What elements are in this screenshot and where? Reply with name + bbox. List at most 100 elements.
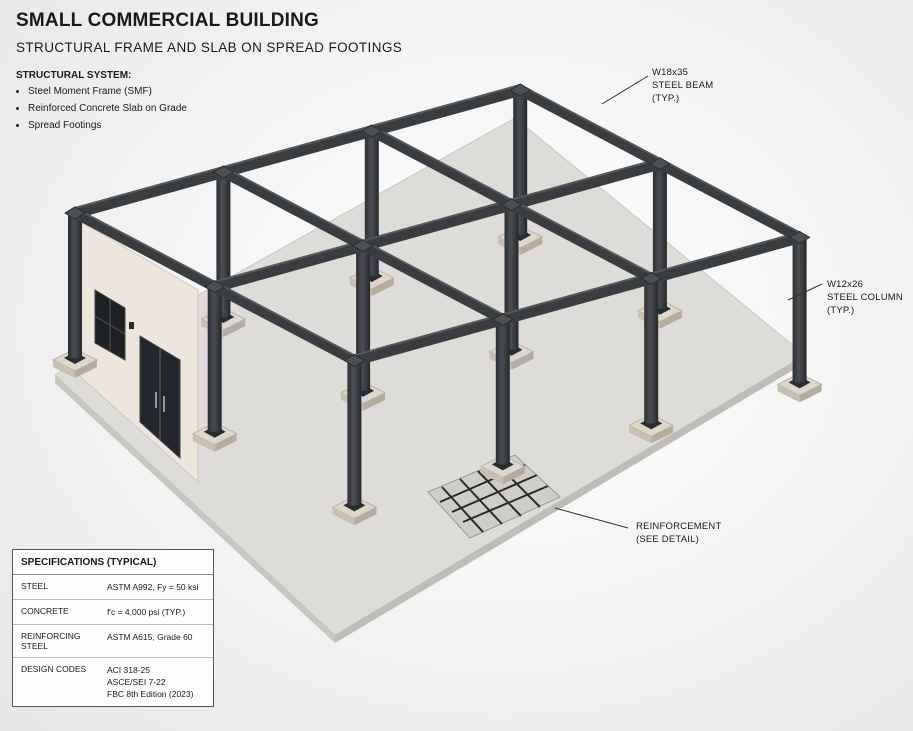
beam-u-0-1	[214, 239, 364, 293]
entry-door	[139, 335, 181, 460]
beam-v-2-1-flange	[511, 198, 652, 275]
structural-system-item: Reinforced Concrete Slab on Grade	[28, 103, 187, 115]
beam-v-1-0	[223, 166, 364, 252]
beam-callout-size: W18x35	[652, 67, 689, 78]
spread-footing-side	[214, 433, 237, 452]
beam-v-1-1	[363, 239, 503, 326]
column-shaft	[792, 237, 807, 383]
column-cap	[491, 312, 514, 326]
spec-value-line: ASTM A615, Grade 60	[107, 632, 193, 642]
beam-u-2-2	[651, 231, 800, 285]
spec-label: REINFORCING STEEL	[21, 631, 81, 651]
page-title: SMALL COMMERCIAL BUILDING	[16, 10, 320, 31]
spec-value-line: FBC 8th Edition (2023)	[107, 689, 194, 699]
structural-system-item: Steel Moment Frame (SMF)	[28, 86, 187, 98]
spec-label: STEEL	[21, 581, 48, 591]
spread-footing-side	[511, 351, 534, 370]
specifications-heading: SPECIFICATIONS (TYPICAL)	[13, 550, 213, 575]
beam-u-0-2-flange	[354, 313, 503, 357]
beam-v-0-1	[214, 280, 355, 367]
spread-footing-side	[354, 507, 377, 526]
spread-footing-side	[629, 425, 652, 444]
beam-v-3-1-flange	[659, 157, 800, 234]
column-0-1	[191, 286, 238, 452]
reinforcement-callout: REINFORCEMENT (SEE DETAIL)	[636, 520, 721, 546]
beam-u-2-1-flange	[511, 157, 660, 201]
beam-callout-note: (TYP.)	[652, 93, 680, 104]
column-shaft	[495, 319, 510, 465]
beam-u-2-2-flange	[651, 231, 800, 275]
beam-v-3-0	[520, 84, 660, 170]
spec-value-line: ASTM A992, Fy = 50 ksi	[107, 582, 199, 592]
structural-system-item: Spread Footings	[28, 120, 187, 132]
structural-system-heading: STRUCTURAL SYSTEM:	[16, 70, 132, 81]
wall-light-icon	[129, 322, 134, 329]
spread-footing-side	[363, 392, 386, 411]
column-3-2	[776, 237, 823, 403]
column-cap	[203, 280, 226, 294]
spec-label: DESIGN CODES	[21, 664, 87, 674]
slab-edge	[55, 375, 335, 643]
beam-v-0-0	[75, 207, 215, 293]
column-cap	[352, 239, 375, 253]
spec-value: f'c = 4,000 psi (TYP.)	[107, 606, 205, 618]
beam-u-1-0-flange	[223, 125, 372, 168]
beam-v-3-0-flange	[520, 84, 660, 160]
column-shaft	[644, 278, 659, 424]
column-cap	[500, 198, 523, 212]
spread-footing-side	[651, 425, 674, 444]
column-1-2	[479, 319, 526, 485]
page-subtitle: STRUCTURAL FRAME AND SLAB ON SPREAD FOOT…	[16, 40, 403, 55]
column-callout: W12x26 STEEL COLUMN (TYP.)	[827, 278, 903, 317]
column-2-2	[628, 278, 675, 444]
beam-v-1-0-flange	[223, 166, 364, 242]
spread-footing-side	[75, 360, 97, 378]
column-shaft	[68, 213, 82, 358]
column-0-0	[51, 213, 99, 378]
spread-footing-side	[799, 384, 822, 403]
beam-u-2-1	[511, 157, 660, 211]
column-shaft	[207, 286, 222, 432]
spread-footing-side	[192, 433, 215, 452]
spread-footing-side	[659, 310, 682, 329]
column-cap	[509, 83, 532, 97]
column-0-2	[331, 360, 378, 526]
window	[94, 289, 126, 361]
reinforcement-callout-note: (SEE DETAIL)	[636, 534, 699, 545]
beam-v-1-1-flange	[363, 239, 503, 316]
spread-footing-side	[480, 466, 503, 485]
specifications-table: SPECIFICATIONS (TYPICAL) STEEL ASTM A992…	[12, 549, 214, 707]
spread-footing-side	[223, 319, 246, 337]
spec-row-steel: STEEL ASTM A992, Fy = 50 ksi	[13, 575, 213, 600]
spec-row-reinforcing-steel: REINFORCING STEEL ASTM A615, Grade 60	[13, 625, 213, 658]
beam-v-0-1-flange	[214, 280, 355, 357]
beam-u-1-2-flange	[502, 272, 652, 316]
structural-system-panel: STRUCTURAL SYSTEM: Steel Moment Frame (S…	[16, 70, 187, 137]
spec-value: ASTM A615, Grade 60	[107, 631, 205, 651]
spread-footing-side	[53, 360, 75, 378]
steel-beams	[64, 83, 811, 367]
beam-u-1-1-flange	[363, 198, 512, 242]
spread-footing-side	[777, 384, 800, 403]
column-leader-line	[787, 283, 823, 301]
reinforcement-leader-line	[554, 507, 629, 529]
column-cap	[648, 157, 671, 171]
column-cap	[788, 230, 811, 244]
beam-u-0-0-flange	[75, 166, 224, 209]
beam-v-3-1	[659, 157, 800, 244]
steel-columns	[51, 90, 823, 526]
spec-value: ACI 318-25 ASCE/SEI 7-22 FBC 8th Edition…	[107, 664, 205, 700]
beam-v-0-0-flange	[75, 207, 215, 283]
beam-u-0-2	[354, 313, 503, 367]
spread-footing-side	[520, 237, 543, 255]
column-shaft	[347, 360, 362, 506]
spec-value-line: ACI 318-25	[107, 665, 150, 675]
spread-footing-side	[502, 466, 525, 485]
spec-row-design-codes: DESIGN CODES ACI 318-25 ASCE/SEI 7-22 FB…	[13, 658, 213, 706]
beam-u-1-2	[502, 272, 652, 326]
beam-v-2-0	[371, 125, 512, 211]
column-callout-type: STEEL COLUMN	[827, 292, 903, 303]
spec-label: CONCRETE	[21, 606, 69, 616]
beam-v-2-0-flange	[371, 125, 512, 201]
